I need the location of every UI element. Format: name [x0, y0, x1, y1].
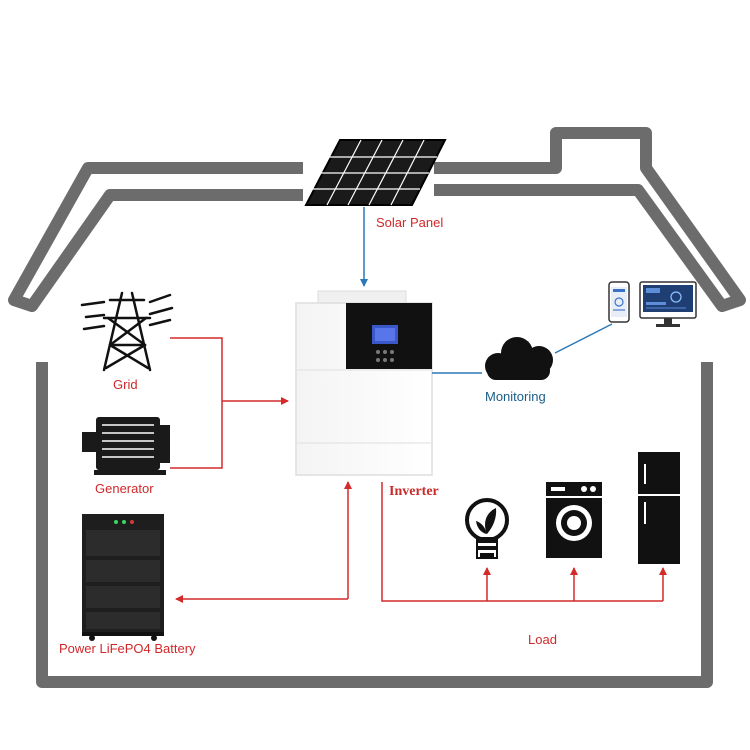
- solar-panel-label: Solar Panel: [376, 215, 443, 230]
- load-lines: [381, 482, 667, 602]
- solar-panel-icon: [304, 139, 447, 206]
- battery-cabinet-icon: [82, 514, 164, 641]
- monitoring-label: Monitoring: [485, 389, 546, 404]
- generator-icon: [82, 417, 170, 475]
- refrigerator-icon: [638, 452, 680, 564]
- battery-label: Power LiFePO4 Battery: [59, 641, 196, 656]
- grid-label: Grid: [113, 377, 138, 392]
- inverter-label: Inverter: [389, 484, 439, 499]
- house-outline: [8, 127, 746, 688]
- transmission-tower-icon: [80, 291, 174, 372]
- cloud-icon: [485, 337, 553, 380]
- light-bulb-icon: [465, 498, 509, 559]
- monitor-icon: [639, 281, 697, 327]
- cloud-to-devices-line: [554, 323, 613, 354]
- smartphone-icon: [608, 281, 630, 323]
- generator-label: Generator: [95, 481, 154, 496]
- inverter-icon: [295, 290, 433, 476]
- battery-lines: [175, 481, 352, 603]
- load-label: Load: [528, 632, 557, 647]
- grid-generator-lines: [170, 337, 289, 469]
- washing-machine-icon: [546, 482, 602, 558]
